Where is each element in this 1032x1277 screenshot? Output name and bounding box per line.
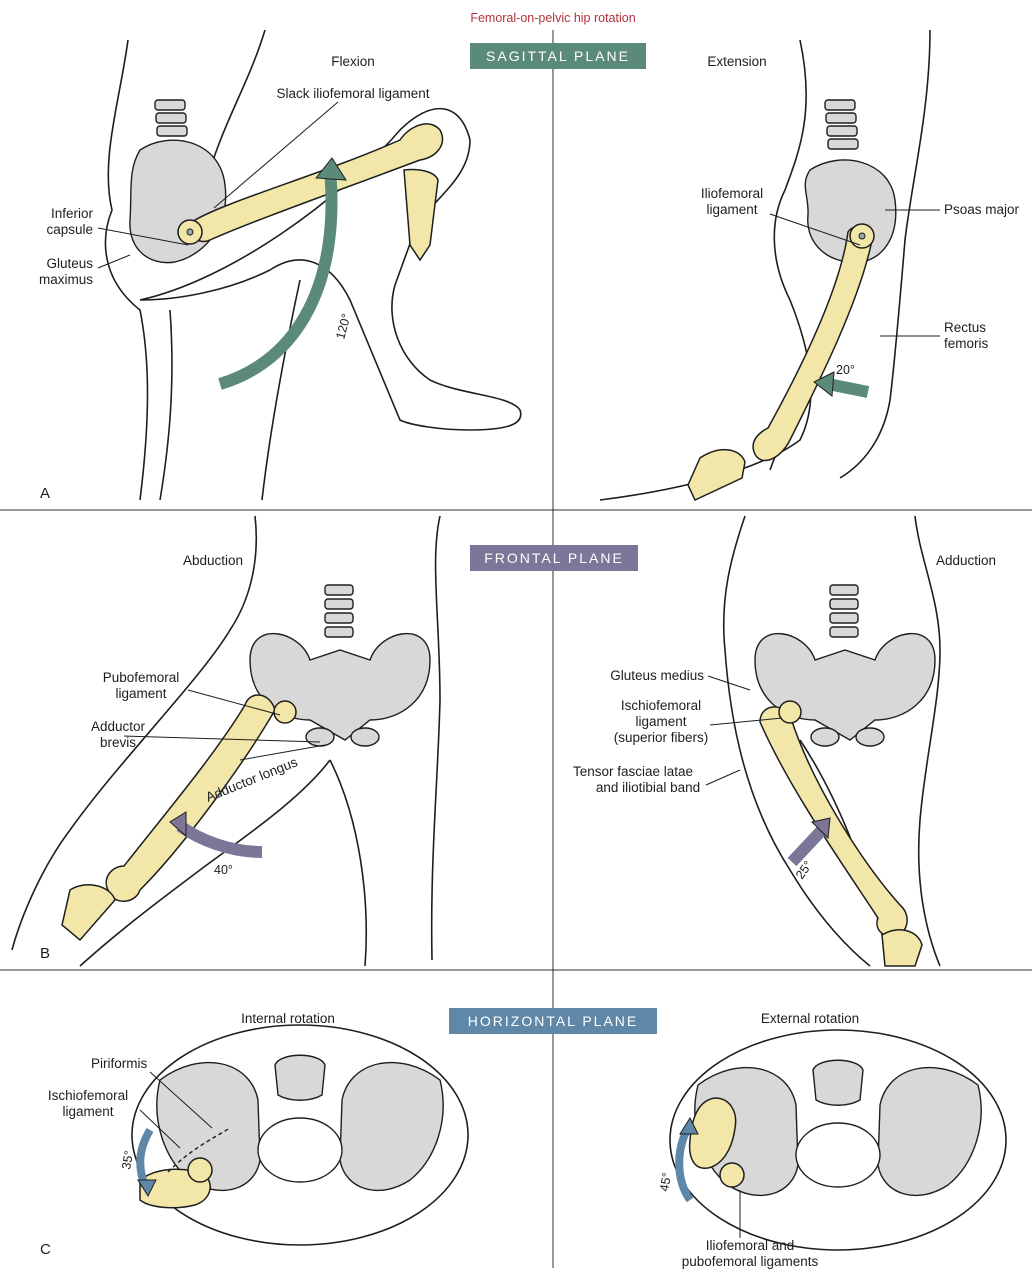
external-heading: External rotation [761, 1011, 859, 1026]
adduction-right-outline [915, 516, 940, 966]
external-ilio-label-1: Iliofemoral and [706, 1238, 795, 1253]
internal-vertebra [275, 1055, 325, 1100]
adduction-heading: Adduction [936, 553, 996, 568]
extension-hip-center [859, 233, 865, 239]
abduction-degree-label: 40° [214, 863, 233, 877]
external-rotation-illustration: 45° [657, 1030, 1006, 1250]
flexion-front-outline [210, 30, 265, 170]
abduction-arrow [180, 826, 262, 852]
internal-degree-label: 35° [119, 1149, 136, 1170]
flexion-hip-center [187, 229, 193, 235]
extension-femur [753, 226, 872, 460]
extension-rectus-label-1: Rectus [944, 320, 986, 335]
frontal-plane-badge: FRONTAL PLANE [470, 545, 638, 571]
external-vertebra [813, 1060, 863, 1105]
adduction-femoral-head [779, 701, 801, 723]
abduction-standing-leg [330, 760, 366, 966]
internal-heading: Internal rotation [241, 1011, 335, 1026]
flexion-gluteus-label-1: Gluteus [46, 256, 93, 271]
panel-letter-a: A [40, 485, 50, 502]
horizontal-plane-badge: HORIZONTAL PLANE [449, 1008, 657, 1034]
internal-pelvic-inlet [258, 1118, 342, 1182]
adduction-ischio-label-1: Ischiofemoral [621, 698, 701, 713]
flexion-gluteus-leader [98, 255, 130, 268]
internal-ischio-label-2: ligament [62, 1104, 113, 1119]
svg-text:HORIZONTAL PLANE: HORIZONTAL PLANE [468, 1013, 638, 1029]
extension-tibia [688, 450, 745, 500]
sagittal-plane-badge: SAGITTAL PLANE [470, 43, 646, 69]
adduction-ischio-label-2: ligament [635, 714, 686, 729]
extension-heading: Extension [707, 54, 766, 69]
flexion-spine [155, 100, 187, 136]
abduction-illustration: 40° [12, 516, 440, 966]
abduction-heading: Abduction [183, 553, 243, 568]
flexion-back-outline [105, 40, 147, 500]
abduction-obturator-left [306, 728, 334, 746]
adduction-tensor-label-2: and iliotibial band [596, 780, 700, 795]
flexion-heading: Flexion [331, 54, 375, 69]
internal-piriformis-label: Piriformis [91, 1056, 147, 1071]
adduction-tibia [882, 930, 922, 966]
figure-title: Femoral-on-pelvic hip rotation [470, 11, 635, 25]
external-femoral-head [720, 1163, 744, 1187]
adduction-obturator-right [856, 728, 884, 746]
extension-spine [825, 100, 858, 149]
external-ilio-label-2: pubofemoral ligaments [682, 1254, 819, 1269]
flexion-standing-leg [160, 280, 300, 500]
adduction-medius-label: Gluteus medius [610, 668, 704, 683]
flexion-pelvis [130, 140, 226, 262]
extension-rectus-label-2: femoris [944, 336, 989, 351]
adduction-spine [830, 585, 858, 637]
adduction-tensor-leader [706, 770, 740, 785]
extension-ilio-label-1: Iliofemoral [701, 186, 763, 201]
external-pelvic-inlet [796, 1123, 880, 1187]
abduction-pubo-label-2: ligament [115, 686, 166, 701]
internal-femoral-head [188, 1158, 212, 1182]
abduction-pubo-label-1: Pubofemoral [103, 670, 180, 685]
internal-rotation-illustration: 35° [119, 1025, 468, 1245]
panel-letter-b: B [40, 945, 50, 962]
extension-illustration: 20° [600, 30, 940, 500]
flexion-inferior-label-2: capsule [46, 222, 93, 237]
extension-degree-label: 20° [836, 363, 855, 377]
panel-letter-c: C [40, 1241, 51, 1258]
internal-ischio-label-1: Ischiofemoral [48, 1088, 128, 1103]
adduction-tensor-label-1: Tensor fasciae latae [573, 764, 693, 779]
adduction-obturator-left [811, 728, 839, 746]
abduction-femoral-head [274, 701, 296, 723]
flexion-slack-label: Slack iliofemoral ligament [276, 86, 429, 101]
external-degree-label: 45° [657, 1171, 674, 1192]
svg-text:SAGITTAL PLANE: SAGITTAL PLANE [486, 48, 630, 64]
abduction-tibia [62, 885, 115, 940]
adduction-illustration: 25° [706, 516, 940, 966]
extension-ilio-label-2: ligament [706, 202, 757, 217]
abduction-brevis-label-2: brevis [100, 735, 136, 750]
extension-psoas-label: Psoas major [944, 202, 1020, 217]
flexion-degree-label: 120° [333, 312, 353, 341]
abduction-obturator-right [351, 728, 379, 746]
adduction-ischio-label-3: (superior fibers) [614, 730, 709, 745]
extension-arrow [828, 384, 868, 392]
abduction-brevis-label-1: Adductor [91, 719, 146, 734]
abduction-pelvis [250, 634, 430, 740]
abduction-spine [325, 585, 353, 637]
svg-text:FRONTAL PLANE: FRONTAL PLANE [484, 550, 624, 566]
flexion-inferior-label-1: Inferior [51, 206, 94, 221]
adduction-arrow [792, 830, 822, 862]
flexion-gluteus-label-2: maximus [39, 272, 93, 287]
abduction-right-outline [432, 516, 440, 960]
